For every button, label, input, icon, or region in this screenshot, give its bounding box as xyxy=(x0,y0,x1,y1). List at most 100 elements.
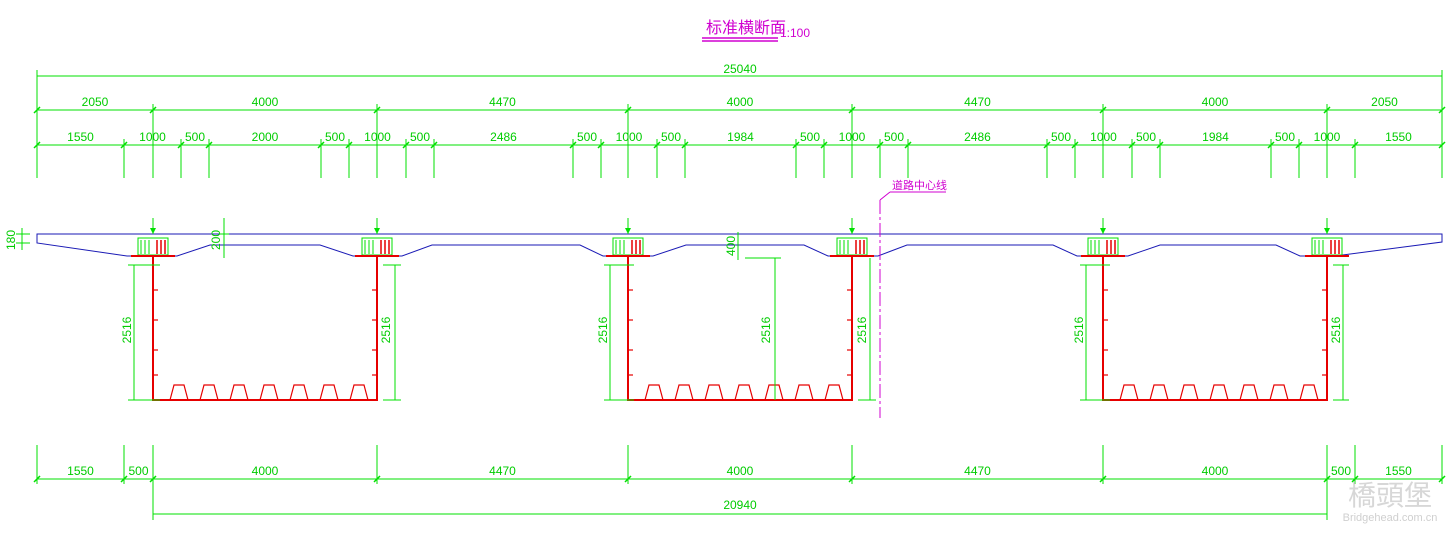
dimension-label: 2050 xyxy=(1371,95,1398,109)
support-markers xyxy=(150,218,1330,234)
girder-right xyxy=(1102,265,1328,401)
dimension-label: 1000 xyxy=(139,130,166,144)
stiffener-rib xyxy=(644,384,664,401)
girder-height-label-5: 2516 xyxy=(855,316,869,343)
dimension-tick xyxy=(792,141,800,149)
watermark-brand: 橋頭堡 xyxy=(1348,480,1432,511)
bearing-box xyxy=(1311,237,1343,256)
stiffener-rib xyxy=(1179,384,1199,401)
dimension-tick xyxy=(1128,141,1136,149)
stiffener-rib xyxy=(824,384,844,401)
stiffener-rib xyxy=(319,384,339,401)
dimension-label: 500 xyxy=(577,130,597,144)
stiffener-rib xyxy=(289,384,309,401)
dimension-label: 500 xyxy=(800,130,820,144)
dimension-label: 1000 xyxy=(616,130,643,144)
dimension-label: 500 xyxy=(1136,130,1156,144)
dimension-tick xyxy=(1295,141,1303,149)
bottom-total-label: 20940 xyxy=(723,498,757,512)
bearing-box xyxy=(612,237,644,256)
dimension-tick xyxy=(1438,141,1446,149)
dimension-tick xyxy=(373,106,381,114)
dimension-label: 500 xyxy=(185,130,205,144)
dimension-tick xyxy=(149,106,157,114)
stiffener-rib xyxy=(1149,384,1169,401)
dimension-label: 500 xyxy=(661,130,681,144)
bottom-flange-stiffeners xyxy=(169,384,1319,401)
dimension-tick xyxy=(373,475,381,483)
dimension-tick xyxy=(1323,475,1331,483)
stiffener-rib xyxy=(1269,384,1289,401)
dimension-tick xyxy=(1438,106,1446,114)
dimension-label: 2050 xyxy=(82,95,109,109)
stiffener-rib xyxy=(1119,384,1139,401)
dimension-tick xyxy=(1099,475,1107,483)
road-centerline: 道路中心线 xyxy=(879,178,947,418)
girder-height-label-2: 2516 xyxy=(379,316,393,343)
dimension-tick xyxy=(569,141,577,149)
dimension-tick xyxy=(1267,141,1275,149)
dimension-tick xyxy=(120,141,128,149)
stiffener-rib xyxy=(764,384,784,401)
bearing-details xyxy=(131,237,1349,266)
dimension-label: 4000 xyxy=(252,464,279,478)
dimension-label: 1000 xyxy=(364,130,391,144)
bearing-box xyxy=(361,237,393,256)
stiffener-rib xyxy=(169,384,189,401)
dimension-label: 2486 xyxy=(964,130,991,144)
dimension-tick xyxy=(33,141,41,149)
dimension-tick xyxy=(177,141,185,149)
bearing-box xyxy=(137,237,169,256)
dimension-label: 2486 xyxy=(490,130,517,144)
overall-dimension: 25040 xyxy=(36,62,1443,178)
dimension-tick xyxy=(1156,141,1164,149)
dimension-tick xyxy=(876,141,884,149)
bearing-box xyxy=(836,237,868,256)
girder-height-label-6: 2516 xyxy=(1072,316,1086,343)
girder-height-label-4: 2516 xyxy=(759,316,773,343)
dimension-tick xyxy=(1099,106,1107,114)
haunch-label: 200 xyxy=(209,230,223,250)
stiffener-rib xyxy=(704,384,724,401)
girder-height-label-3: 2516 xyxy=(596,316,610,343)
dimension-label: 4000 xyxy=(1202,464,1229,478)
dimension-label: 500 xyxy=(1051,130,1071,144)
girder-left xyxy=(152,265,378,401)
girder-height-label-1: 2516 xyxy=(120,316,134,343)
dimension-label: 1550 xyxy=(67,130,94,144)
dimension-tick xyxy=(430,141,438,149)
stiffener-rib xyxy=(794,384,814,401)
dimension-label: 4470 xyxy=(964,464,991,478)
stiffener-rib xyxy=(229,384,249,401)
dimension-label: 500 xyxy=(1275,130,1295,144)
stiffener-rib xyxy=(1299,384,1319,401)
dimension-tick xyxy=(120,475,128,483)
dimension-tick xyxy=(597,141,605,149)
dimension-label: 1000 xyxy=(1090,130,1117,144)
stiffener-rib xyxy=(734,384,754,401)
dimension-tick xyxy=(1043,141,1051,149)
dimension-tick xyxy=(624,106,632,114)
dimension-label: 4000 xyxy=(1202,95,1229,109)
dimension-tick xyxy=(1323,106,1331,114)
dimension-tick xyxy=(848,106,856,114)
deck-slab-outline xyxy=(36,233,1443,257)
watermark: 橋頭堡 Bridgehead.com.cn xyxy=(1343,480,1438,524)
dimension-tick xyxy=(904,141,912,149)
dimension-tick xyxy=(653,141,661,149)
dimension-label: 1984 xyxy=(1202,130,1229,144)
dimension-label: 500 xyxy=(1331,464,1351,478)
dimension-tick xyxy=(1351,141,1359,149)
dimension-tick xyxy=(1351,475,1359,483)
dimension-label: 500 xyxy=(325,130,345,144)
dimension-tick xyxy=(1071,141,1079,149)
dimension-label: 500 xyxy=(410,130,430,144)
dimension-tick xyxy=(681,141,689,149)
dimension-tick xyxy=(820,141,828,149)
drawing-title: 标准横断面 xyxy=(706,19,786,37)
dimension-label: 1984 xyxy=(727,130,754,144)
dimension-tick xyxy=(1438,475,1446,483)
dimension-tick xyxy=(33,475,41,483)
